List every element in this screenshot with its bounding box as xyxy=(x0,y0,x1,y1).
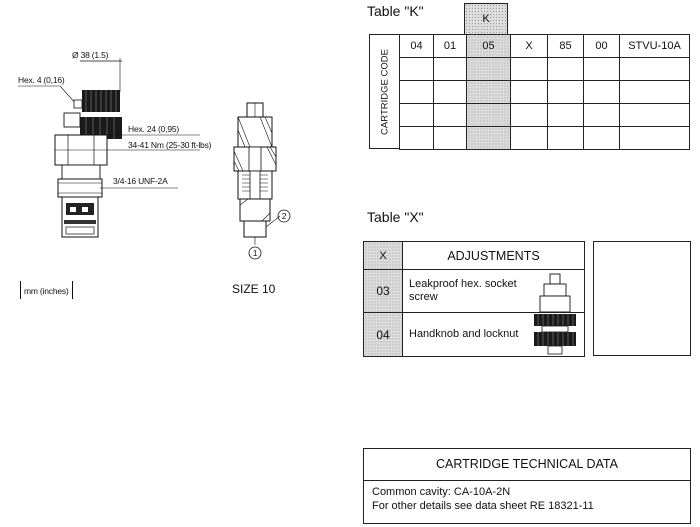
port-1-label: 1 xyxy=(252,248,258,258)
cartridge-external-view xyxy=(18,58,200,238)
empty-side-box xyxy=(593,241,691,356)
tech-data-box: CARTRIDGE TECHNICAL DATA Common cavity: … xyxy=(363,448,691,524)
units-note-text: mm (inches) xyxy=(24,286,69,296)
table-k-code-cell: 04 xyxy=(399,34,434,58)
port-2-label: 2 xyxy=(281,211,287,221)
dim-thread-label: 3/4-16 UNF-2A xyxy=(113,176,168,186)
table-k-code-cell: 00 xyxy=(583,34,620,58)
table-x-col-adjustments: ADJUSTMENTS xyxy=(402,241,585,270)
table-k-row-label-text: CARTRIDGE CODE xyxy=(379,49,391,135)
table-x-title: Table "X" xyxy=(367,209,424,225)
units-note: mm (inches) xyxy=(20,281,73,299)
table-x-code-cell: 03 xyxy=(363,269,403,313)
table-k-code-cell: 05 xyxy=(466,34,511,58)
dim-diameter-label: Ø 38 (1.5) xyxy=(72,50,109,60)
table-x-desc-text: Handknob and locknut xyxy=(409,328,519,340)
tech-data-title: CARTRIDGE TECHNICAL DATA xyxy=(436,457,618,471)
dim-hex-small-label: Hex. 4 (0,16) xyxy=(18,75,65,85)
table-k-row-label: CARTRIDGE CODE xyxy=(369,34,399,149)
tech-data-header: CARTRIDGE TECHNICAL DATA xyxy=(364,449,690,481)
table-k-code-cell: STVU-10A xyxy=(619,34,690,58)
tech-data-line-2: For other details see data sheet RE 1832… xyxy=(372,500,594,512)
table-k-code-cell: 85 xyxy=(547,34,584,58)
table-k: 04 01 05 X 85 00 STVU-10A xyxy=(399,34,690,150)
table-k-k-header: K xyxy=(482,13,490,25)
size-label: SIZE 10 xyxy=(232,282,276,296)
tech-data-line-1: Common cavity: CA-10A-2N xyxy=(372,486,511,498)
dim-hex-large-label: Hex. 24 (0,95) xyxy=(128,124,180,134)
cartridge-section-view xyxy=(233,102,291,260)
handknob-locknut-illustration xyxy=(534,273,576,355)
table-k-code-cell: 01 xyxy=(433,34,467,58)
table-x-code-cell: 04 xyxy=(363,312,403,357)
table-x-col-x: X xyxy=(363,241,403,270)
dim-torque-label: 34-41 Nm (25-30 ft-lbs) xyxy=(128,140,212,150)
table-x-desc-text: Leakproof hex. socket screw xyxy=(409,278,517,303)
table-k-k-header-cell: K xyxy=(464,3,508,34)
table-k-title: Table "K" xyxy=(367,3,424,19)
table-k-code-cell: X xyxy=(510,34,548,58)
